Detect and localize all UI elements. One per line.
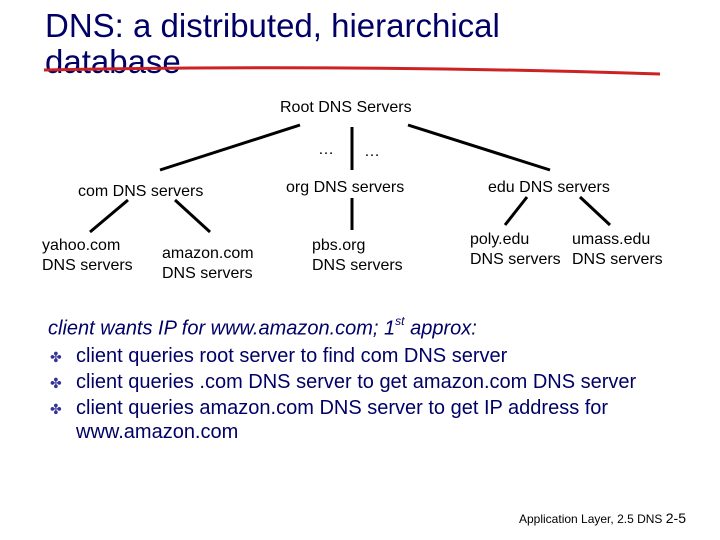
amazon-sub: DNS servers: [162, 265, 253, 282]
ellipsis-right: …: [364, 143, 380, 160]
amazon-dns-node: amazon.com DNS servers: [162, 244, 254, 284]
bullet-text: client queries amazon.com DNS server to …: [76, 397, 609, 443]
intro-prefix: client wants IP for www.amazon.com; 1: [48, 317, 396, 340]
arrow-bullet-icon: ✤: [50, 349, 62, 365]
page-title: DNS: a distributed, hierarchical databas…: [45, 7, 500, 80]
title-underline: [43, 66, 661, 76]
yahoo-sub: DNS servers: [42, 257, 133, 274]
query-steps-list: ✤ client queries root server to find com…: [48, 344, 678, 446]
edu-dns-servers-label: edu DNS servers: [488, 179, 610, 196]
page-number: 2-5: [665, 510, 686, 526]
slide-footer: Application Layer, 2.5 DNS 2-5: [519, 510, 686, 526]
arrow-bullet-icon: ✤: [50, 375, 62, 391]
yahoo-dns-node: yahoo.com DNS servers: [42, 236, 133, 276]
intro-suffix: approx:: [404, 317, 477, 340]
org-dns-servers-label: org DNS servers: [286, 179, 405, 196]
edge-com-amazon: [173, 198, 212, 234]
footer-label: Application Layer, 2.5 DNS: [519, 512, 663, 526]
list-item: ✤ client queries amazon.com DNS server t…: [48, 396, 678, 444]
poly-sub: DNS servers: [470, 251, 561, 268]
bullet-text: client queries root server to find com D…: [76, 345, 508, 367]
edge-edu-umass: [578, 195, 612, 227]
intro-superscript: st: [395, 314, 405, 328]
amazon-name: amazon.com: [162, 245, 254, 262]
pbs-name: pbs.org: [312, 237, 366, 254]
umass-sub: DNS servers: [572, 251, 663, 268]
umass-name: umass.edu: [572, 231, 651, 248]
poly-name: poly.edu: [470, 231, 530, 248]
pbs-sub: DNS servers: [312, 257, 403, 274]
arrow-bullet-icon: ✤: [50, 401, 62, 417]
umass-dns-node: umass.edu DNS servers: [572, 230, 663, 270]
edge-root-com: [159, 123, 301, 172]
bullet-text: client queries .com DNS server to get am…: [76, 371, 637, 393]
edge-root-edu: [407, 123, 551, 172]
edge-edu-poly: [503, 196, 529, 226]
list-item: ✤ client queries .com DNS server to get …: [48, 370, 678, 394]
pbs-dns-node: pbs.org DNS servers: [312, 236, 403, 276]
poly-dns-node: poly.edu DNS servers: [470, 230, 561, 270]
ellipsis-left: …: [318, 141, 334, 158]
dns-hierarchy-diagram: [43, 66, 661, 234]
edge-com-yahoo: [89, 198, 129, 234]
yahoo-name: yahoo.com: [42, 237, 121, 254]
scenario-intro: client wants IP for www.amazon.com; 1st …: [48, 314, 477, 341]
root-dns-servers-label: Root DNS Servers: [280, 99, 412, 116]
com-dns-servers-label: com DNS servers: [78, 183, 204, 200]
list-item: ✤ client queries root server to find com…: [48, 344, 678, 368]
